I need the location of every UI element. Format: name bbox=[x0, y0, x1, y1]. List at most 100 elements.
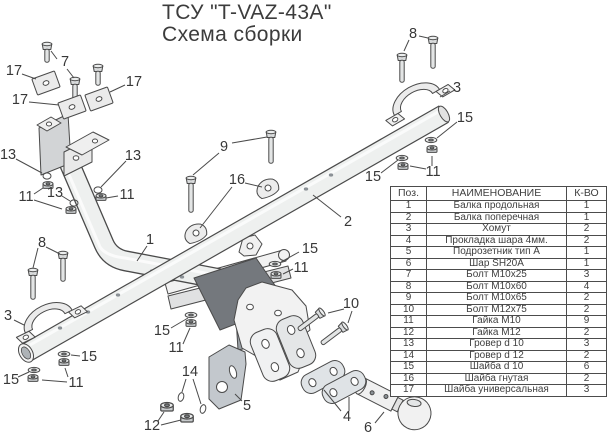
boltD-part bbox=[297, 307, 326, 332]
table-cell: Шайба гнутая bbox=[426, 372, 567, 385]
table-cell: 6 bbox=[566, 361, 607, 374]
nut-part bbox=[27, 374, 39, 382]
nut-part bbox=[180, 412, 194, 423]
table-cell: 3 bbox=[566, 384, 607, 397]
title-line-2: Схема сборки bbox=[162, 22, 303, 46]
table-cell: 3 bbox=[566, 269, 607, 282]
callout-1: 1 bbox=[136, 232, 154, 262]
ring14-part bbox=[199, 404, 207, 414]
svg-text:17: 17 bbox=[12, 92, 28, 108]
callout-4: 4 bbox=[323, 389, 351, 425]
svg-text:16: 16 bbox=[229, 172, 245, 188]
table-cell: 16 bbox=[390, 372, 427, 385]
callout-15: 15 bbox=[154, 317, 189, 339]
callout-8: 8 bbox=[32, 235, 61, 269]
table-cell: 2 bbox=[566, 372, 607, 385]
callout-6: 6 bbox=[364, 411, 385, 435]
callout-17: 17 bbox=[12, 92, 60, 108]
table-cell: 13 bbox=[390, 338, 427, 351]
table-cell: 3 bbox=[390, 223, 427, 236]
clamp-left bbox=[15, 302, 88, 344]
parts-table-header: Поз. НАИМЕНОВАНИЕ К-ВО bbox=[390, 186, 607, 201]
table-cell: 1 bbox=[566, 246, 607, 259]
receiver-plate-front bbox=[249, 328, 291, 382]
nut-part bbox=[397, 162, 409, 170]
table-cell: 2 bbox=[390, 211, 427, 224]
table-cell: 10 bbox=[390, 303, 427, 316]
table-cell: 6 bbox=[390, 257, 427, 270]
callout-11: 11 bbox=[168, 327, 191, 356]
svg-text:15: 15 bbox=[81, 349, 97, 365]
callout-11: 11 bbox=[18, 187, 63, 210]
table-cell: 12 bbox=[390, 326, 427, 339]
col-qty: К-ВО bbox=[566, 186, 607, 201]
nut-part bbox=[58, 358, 70, 366]
callout-15: 15 bbox=[436, 110, 473, 139]
table-cell: 1 bbox=[390, 200, 427, 213]
callout-11: 11 bbox=[409, 156, 441, 180]
table-cell: 1 bbox=[566, 257, 607, 270]
svg-text:15: 15 bbox=[154, 323, 170, 339]
callout-13: 13 bbox=[0, 147, 43, 174]
svg-text:4: 4 bbox=[343, 409, 351, 425]
table-cell: 2 bbox=[566, 223, 607, 236]
table-cell: 2 bbox=[566, 292, 607, 305]
callout-11: 11 bbox=[282, 260, 309, 276]
table-cell: Шайба d 10 bbox=[426, 361, 567, 374]
callout-13: 13 bbox=[100, 148, 141, 188]
table-cell: 9 bbox=[390, 292, 427, 305]
boltV-part bbox=[265, 129, 277, 164]
callout-13: 13 bbox=[47, 185, 71, 202]
svg-text:7: 7 bbox=[61, 54, 69, 70]
svg-text:13: 13 bbox=[47, 185, 63, 201]
svg-text:11: 11 bbox=[293, 260, 308, 276]
callout-17: 17 bbox=[6, 63, 37, 80]
callout-15: 15 bbox=[280, 241, 318, 263]
table-cell: Болт М10х65 bbox=[426, 292, 567, 305]
drawing-title: ТСУ "T-VAZ-43A" Схема сборки bbox=[162, 2, 332, 46]
table-cell: Гайка М10 bbox=[426, 315, 567, 328]
boltD-part bbox=[320, 321, 349, 346]
table-cell: 2 bbox=[566, 326, 607, 339]
table-cell: 1 bbox=[566, 211, 607, 224]
front-mount-bracket bbox=[36, 113, 110, 177]
callout-5: 5 bbox=[234, 393, 251, 414]
center-assembly bbox=[167, 234, 317, 410]
table-cell: 11 bbox=[390, 315, 427, 328]
table-cell: Хомут bbox=[426, 223, 567, 236]
table-cell: 17 bbox=[390, 384, 427, 397]
table-cell: 2 bbox=[566, 349, 607, 362]
table-cell: Шар SH20A bbox=[426, 257, 567, 270]
table-cell: Болт М10х25 bbox=[426, 269, 567, 282]
tear16-part bbox=[256, 178, 280, 200]
svg-text:13: 13 bbox=[0, 147, 16, 163]
col-position: Поз. bbox=[390, 186, 427, 201]
callout-7: 7 bbox=[50, 50, 75, 79]
plate4-part bbox=[321, 370, 367, 404]
table-cell: Гровер d 10 bbox=[426, 338, 567, 351]
washer-part bbox=[424, 136, 438, 144]
boltV-part bbox=[185, 175, 197, 213]
boltV-part bbox=[427, 35, 439, 69]
ring14-part bbox=[177, 392, 185, 402]
table-cell: 4 bbox=[566, 280, 607, 293]
hardware-parts bbox=[27, 35, 439, 423]
boltV-part bbox=[41, 41, 53, 63]
svg-text:9: 9 bbox=[220, 139, 228, 155]
nut-part bbox=[185, 319, 197, 327]
sq17-part bbox=[31, 70, 61, 96]
callout-9: 9 bbox=[192, 136, 268, 176]
